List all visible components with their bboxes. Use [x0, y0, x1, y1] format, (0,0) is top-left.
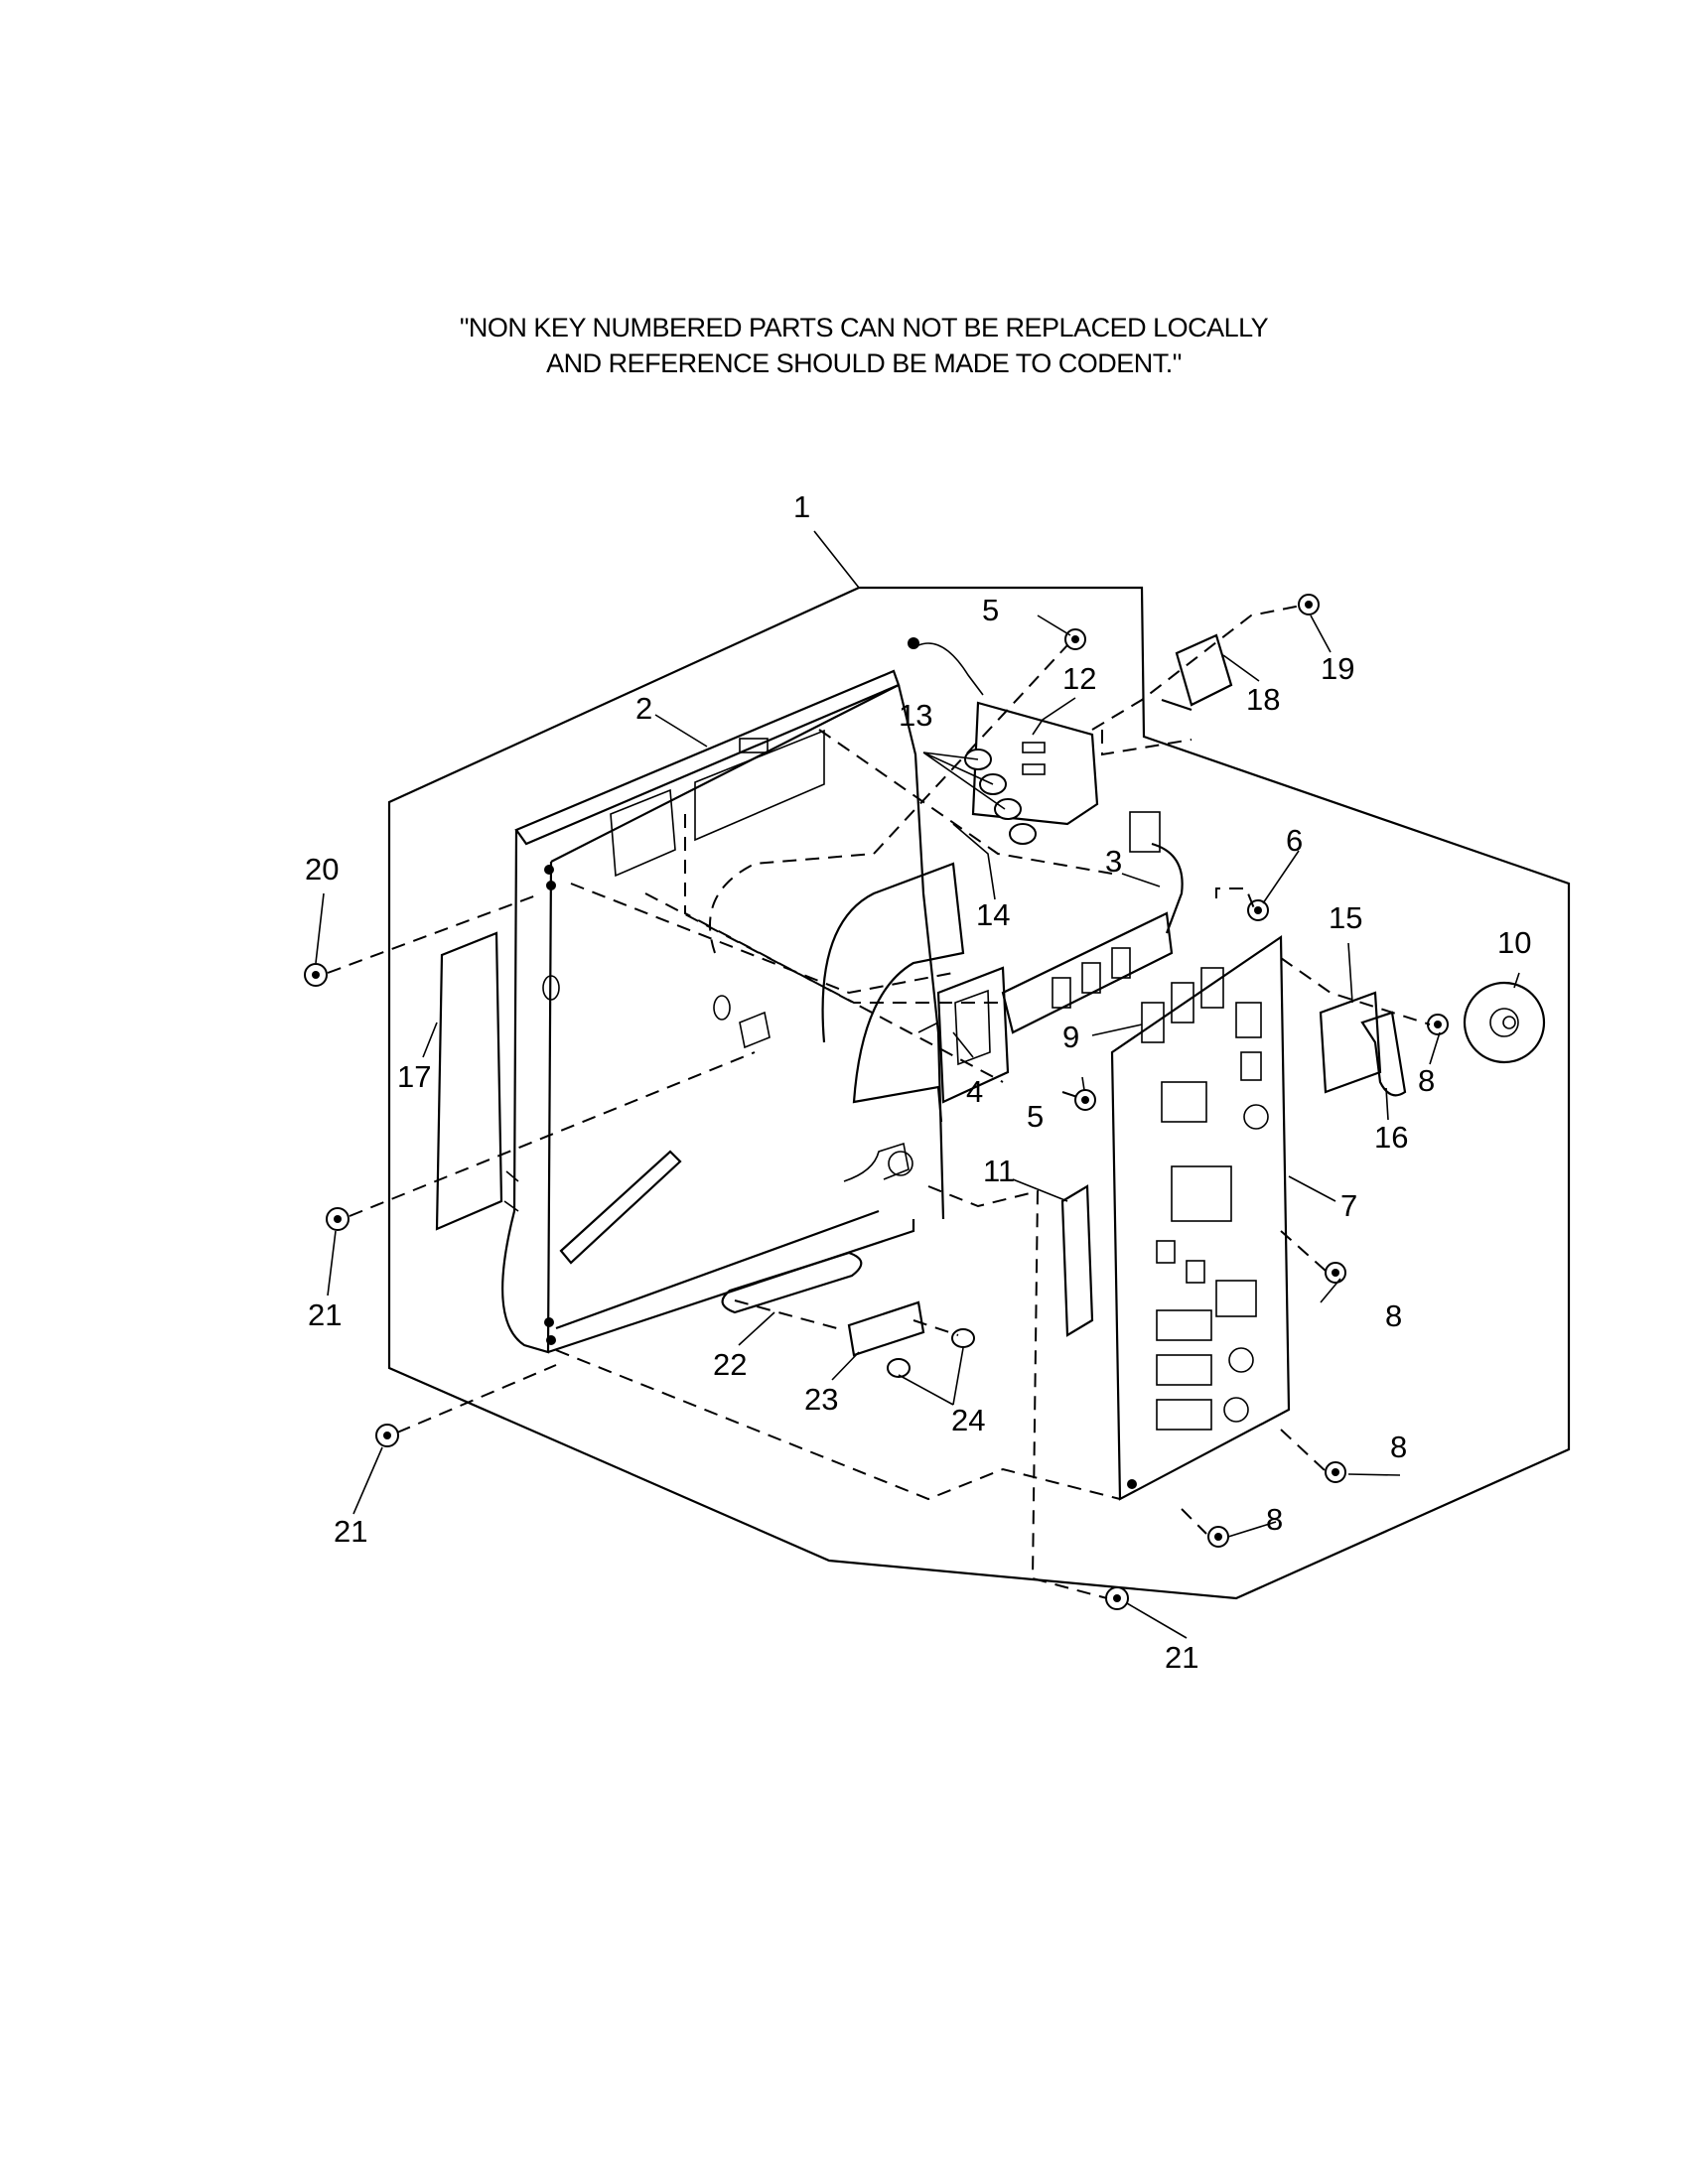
screw-19 [1298, 594, 1320, 615]
callout-2: 2 [635, 691, 652, 726]
screw-8-b [1325, 1461, 1346, 1483]
callout-9: 9 [1062, 1020, 1079, 1054]
callout-8-a: 8 [1385, 1298, 1402, 1333]
leader-lines [315, 530, 1520, 1639]
motor-spring-bracket [1360, 1011, 1407, 1097]
callout-8-b: 8 [1390, 1430, 1407, 1464]
ferrite-core [721, 1251, 863, 1314]
callout-15: 15 [1329, 900, 1362, 935]
callout-13: 13 [899, 698, 932, 733]
callout-8-gear: 8 [1418, 1063, 1435, 1098]
callout-11: 11 [983, 1154, 1015, 1188]
parallel-connector [1060, 1184, 1094, 1337]
screw-21-lower [375, 1424, 399, 1447]
callout-4: 4 [966, 1074, 983, 1109]
callout-7: 7 [1340, 1188, 1357, 1223]
callout-10: 10 [1497, 925, 1531, 960]
drive-gear [1463, 981, 1546, 1064]
callout-8-c: 8 [1266, 1502, 1283, 1537]
callout-22: 22 [713, 1347, 747, 1382]
callout-23: 23 [804, 1382, 838, 1417]
callout-21-bottom: 21 [1165, 1640, 1198, 1675]
callout-14: 14 [976, 897, 1010, 932]
rear-cover-frame [501, 669, 945, 1354]
interface-bracket [917, 966, 1010, 1104]
callout-5-mid: 5 [1027, 1099, 1044, 1134]
callout-6: 6 [1286, 823, 1303, 858]
operator-panel-board [908, 637, 1099, 826]
screw-8-c [1207, 1526, 1229, 1548]
callout-16: 16 [1374, 1120, 1408, 1155]
callout-21-left: 21 [308, 1297, 342, 1332]
screw-8-gear [1427, 1014, 1449, 1035]
callout-19: 19 [1321, 651, 1354, 686]
replacement-notice: "NON KEY NUMBERED PARTS CAN NOT BE REPLA… [417, 310, 1311, 381]
callout-17: 17 [397, 1059, 431, 1094]
ground-bracket [1161, 633, 1233, 712]
motor-mount-plate [1319, 991, 1382, 1094]
clamp-washer-b [951, 1328, 975, 1348]
screw-20 [304, 963, 328, 987]
callout-20: 20 [305, 852, 339, 887]
callout-3: 3 [1105, 844, 1122, 879]
ribbon-cable [821, 862, 965, 1123]
screw-8-a [1325, 1262, 1346, 1284]
callout-5-top: 5 [982, 593, 999, 627]
screw-21-bottom [1105, 1586, 1129, 1610]
sub-board [1001, 811, 1184, 1034]
callout-18: 18 [1246, 682, 1280, 717]
screw-5-mid [1074, 1089, 1096, 1111]
callout-12: 12 [1062, 661, 1096, 696]
callout-1: 1 [793, 489, 810, 524]
callout-24: 24 [951, 1403, 985, 1437]
insulation-sheet [435, 931, 503, 1231]
cable-clamp [847, 1300, 925, 1357]
screw-21-left [326, 1207, 350, 1231]
notice-line-2: AND REFERENCE SHOULD BE MADE TO CODENT." [546, 348, 1182, 378]
main-controller-board [1110, 934, 1291, 1501]
notice-line-1: "NON KEY NUMBERED PARTS CAN NOT BE REPLA… [459, 313, 1269, 342]
assembly-boundary [387, 586, 1571, 1600]
screw-5-top [1064, 628, 1086, 650]
explode-lines [327, 605, 1431, 1599]
clamp-washer-a [887, 1358, 911, 1378]
callout-21-lower: 21 [334, 1514, 367, 1549]
